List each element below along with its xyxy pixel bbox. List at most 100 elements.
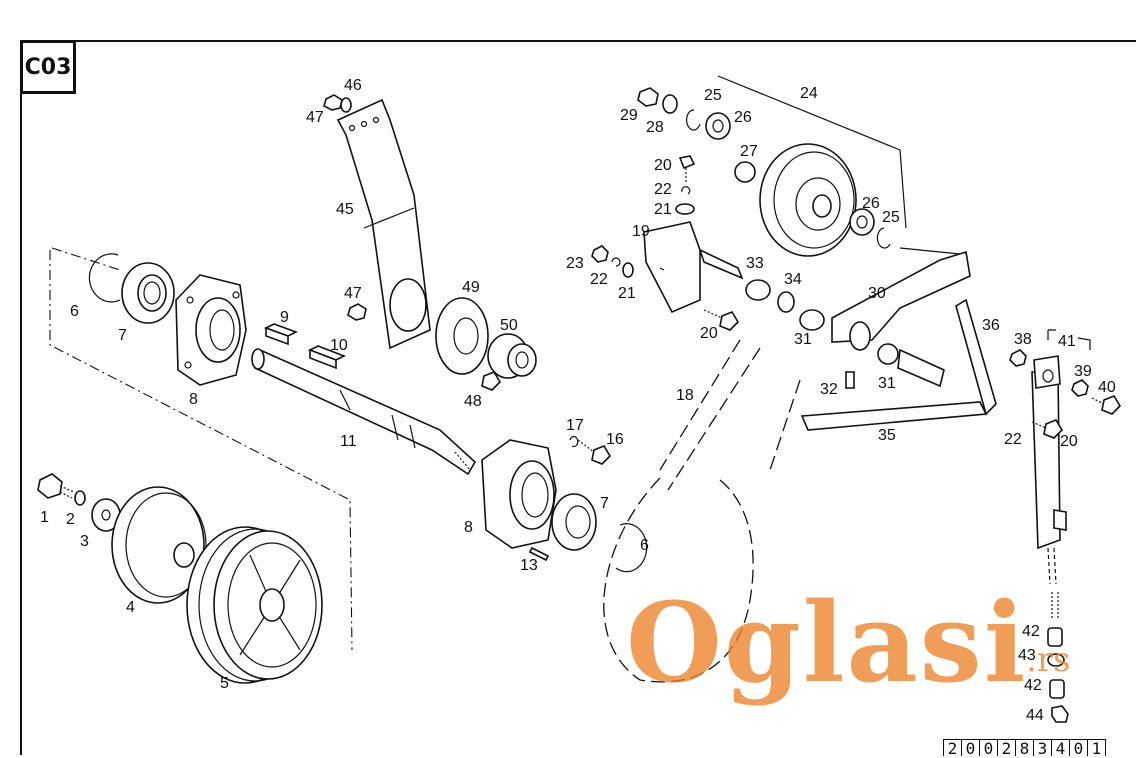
flange-49 [435, 297, 489, 375]
snap-ring-6-left [88, 253, 121, 303]
bearing-7-right [551, 493, 597, 551]
snap-ring-25-top [686, 109, 701, 131]
label-13: 13 [520, 557, 538, 574]
link-35 [800, 401, 988, 431]
label-32: 32 [820, 381, 838, 398]
bushing-31-bottom [877, 343, 899, 365]
label-20-mid: 20 [700, 325, 718, 342]
label-27: 27 [740, 143, 758, 160]
label-21-left: 21 [618, 285, 636, 302]
label-40: 40 [1098, 379, 1116, 396]
label-43: 43 [1018, 647, 1036, 664]
label-19: 19 [632, 223, 650, 240]
bolt-48 [481, 371, 502, 391]
doc-number-digit: 2 [998, 740, 1016, 758]
washer-17 [569, 435, 579, 448]
bolt-20-mid [703, 309, 740, 331]
label-25-top: 25 [704, 87, 722, 104]
label-20-right: 20 [1060, 433, 1078, 450]
bushing-27 [734, 161, 756, 183]
label-24: 24 [800, 85, 818, 102]
left-bracket-dashed [49, 247, 353, 651]
label-45: 45 [336, 201, 354, 218]
shaft-11 [251, 348, 477, 476]
hub-50 [487, 333, 537, 379]
bushing-42-top [1047, 627, 1063, 647]
cylinder-41 [1031, 355, 1067, 585]
pulley-24 [759, 143, 857, 257]
screw-rod [1051, 592, 1059, 618]
snap-ring-6-right [615, 523, 648, 573]
washer-21-top [675, 203, 695, 215]
label-31-bottom: 31 [878, 375, 896, 392]
label-41: 41 [1058, 333, 1076, 350]
doc-number-digit: 2 [944, 740, 962, 758]
doc-number-digit: 0 [1070, 740, 1088, 758]
bearing-26-right [849, 208, 875, 236]
bolt-40 [1091, 395, 1122, 415]
nut-44 [1051, 705, 1069, 723]
label-26-top: 26 [734, 109, 752, 126]
label-50: 50 [500, 317, 518, 334]
doc-number-digit: 8 [1016, 740, 1034, 758]
label-48: 48 [464, 393, 482, 410]
label-28: 28 [646, 119, 664, 136]
label-11: 11 [340, 433, 357, 450]
label-30: 30 [868, 285, 886, 302]
washer-46 [340, 97, 352, 113]
key-9 [263, 323, 299, 346]
label-21-top: 21 [654, 201, 672, 218]
arm-45 [336, 98, 431, 350]
label-8-left: 8 [189, 391, 198, 408]
label-31-top: 31 [794, 331, 812, 348]
pulley-5 [186, 526, 323, 684]
nut-38 [1009, 349, 1027, 367]
section-code: C03 [20, 40, 76, 94]
label-39: 39 [1074, 363, 1092, 380]
label-2: 2 [66, 511, 75, 528]
drawing-frame [20, 40, 1136, 755]
label-22-top: 22 [654, 181, 672, 198]
snap-ring-25-right [876, 227, 891, 249]
label-7-left: 7 [118, 327, 127, 344]
label-7-right: 7 [600, 495, 609, 512]
label-22-left: 22 [590, 271, 608, 288]
washer-28 [662, 94, 678, 114]
doc-number-digit: 0 [962, 740, 980, 758]
lever-30 [831, 247, 971, 388]
bracket-24-dashed [717, 75, 907, 229]
doc-number-digit: 0 [980, 740, 998, 758]
key-10 [308, 345, 346, 370]
doc-number-digit: 3 [1034, 740, 1052, 758]
label-25-right: 25 [882, 209, 900, 226]
label-8-right: 8 [464, 519, 473, 536]
bushing-31-top [799, 309, 825, 331]
label-16: 16 [606, 431, 624, 448]
label-26-right: 26 [862, 195, 880, 212]
nut-29 [637, 87, 659, 107]
label-17: 17 [566, 417, 584, 434]
bolt-20-top [678, 155, 696, 182]
label-49: 49 [462, 279, 480, 296]
washer-2 [74, 490, 86, 506]
label-36: 36 [982, 317, 1000, 334]
flange-8-right [481, 439, 557, 549]
washer-43 [1047, 653, 1065, 667]
label-47-top: 47 [306, 109, 324, 126]
washer-34 [777, 291, 795, 313]
label-46: 46 [344, 77, 362, 94]
label-9: 9 [280, 309, 289, 326]
label-47-mid: 47 [344, 285, 362, 302]
label-4: 4 [126, 599, 135, 616]
label-3: 3 [80, 533, 89, 550]
arm-36 [955, 298, 997, 416]
washer-22-top [681, 186, 691, 195]
pin-13 [528, 546, 550, 562]
bolt-20-right [1031, 419, 1064, 439]
bolt-1 [37, 473, 75, 499]
bearing-26-top [705, 112, 731, 140]
bushing-42-bottom [1049, 679, 1065, 699]
bolt-16 [577, 439, 612, 465]
label-42-top: 42 [1022, 623, 1040, 640]
doc-number-digit: 4 [1052, 740, 1070, 758]
